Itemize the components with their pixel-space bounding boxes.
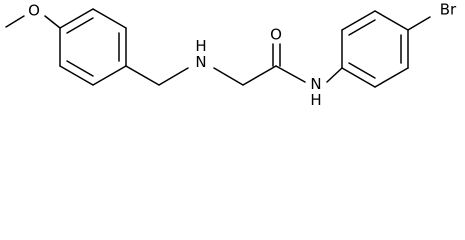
bond-ch2-nh <box>158 67 189 86</box>
bond-co-nh <box>275 65 306 83</box>
bond-ring1-ch2 <box>125 65 160 86</box>
bond-ch2-co <box>242 65 277 86</box>
aromatic-ring-left <box>59 8 127 86</box>
bond-nh-ch2 <box>213 67 244 86</box>
methoxy-oxygen-label: O <box>28 2 40 20</box>
bond-nh-ring2 <box>326 67 343 83</box>
bond-methyl-o <box>5 15 25 28</box>
aromatic-ring-right <box>341 10 409 88</box>
carbonyl-oxygen-label: O <box>270 26 282 44</box>
bromine-label: Br <box>440 1 457 19</box>
bond-ring2-br <box>407 16 431 31</box>
bond-o-ring1 <box>44 15 61 29</box>
